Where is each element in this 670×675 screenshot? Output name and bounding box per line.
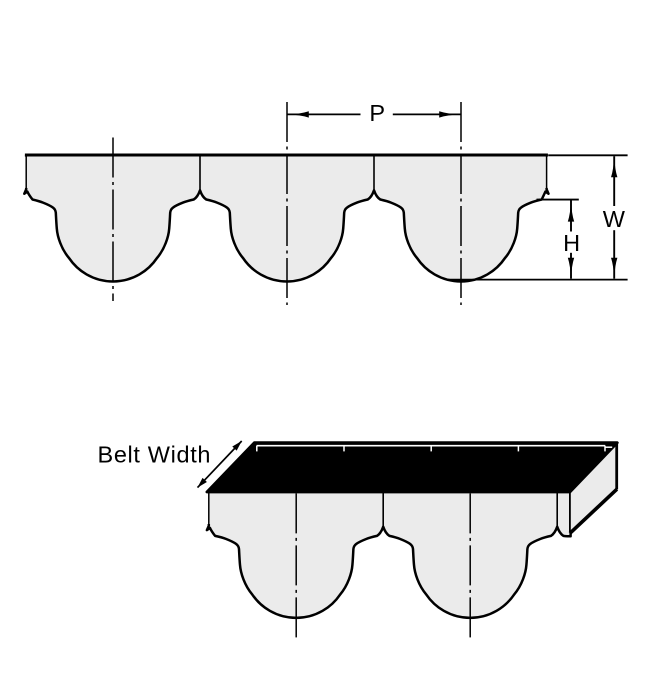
svg-text:P: P [369, 100, 385, 126]
svg-text:H: H [563, 230, 580, 256]
svg-text:W: W [603, 206, 626, 232]
svg-text:Belt Width: Belt Width [98, 441, 212, 467]
